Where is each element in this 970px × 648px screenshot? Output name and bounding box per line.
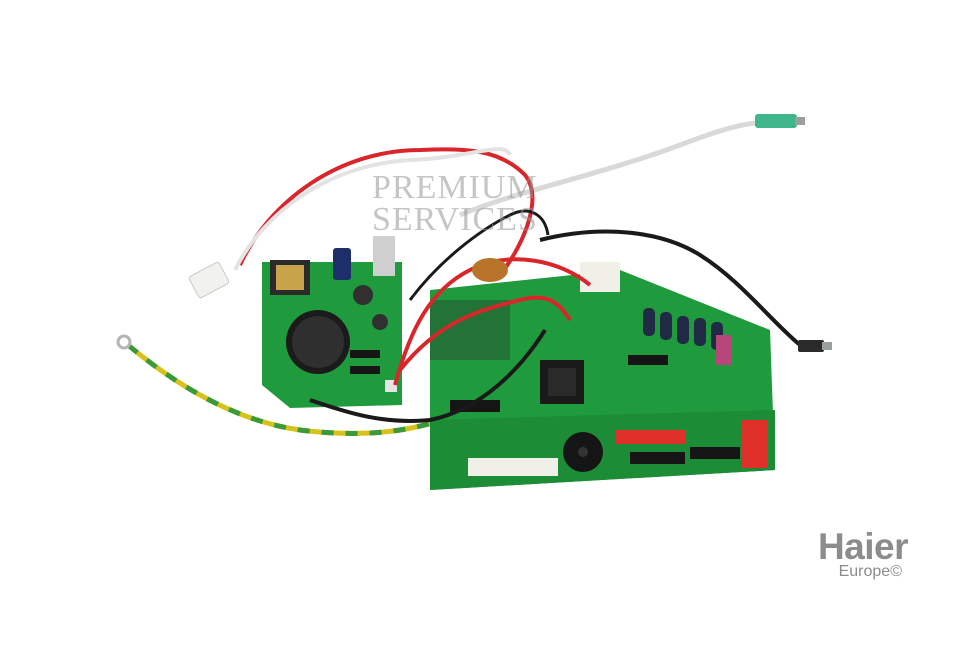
power-supply-board <box>262 236 402 408</box>
haier-logo: Haier Europe© <box>778 526 909 581</box>
spade-connector-black <box>798 340 832 352</box>
white-wire <box>459 119 771 218</box>
capacitor-row <box>643 308 723 350</box>
black-wire-bundle <box>309 328 547 423</box>
white-wire-left <box>233 147 512 271</box>
red-label-sticker <box>616 430 686 444</box>
ring-terminal <box>116 334 132 350</box>
main-control-board <box>430 262 775 490</box>
white-plug <box>188 261 230 299</box>
spade-connector-green <box>755 114 805 128</box>
black-wire-right <box>539 229 802 347</box>
red-wire-left <box>238 147 535 277</box>
logo-subtitle: Europe© <box>838 563 902 580</box>
red-wire-bundle <box>393 257 592 386</box>
logo-brand: Haier <box>817 526 909 567</box>
inductor-coil <box>472 258 508 282</box>
